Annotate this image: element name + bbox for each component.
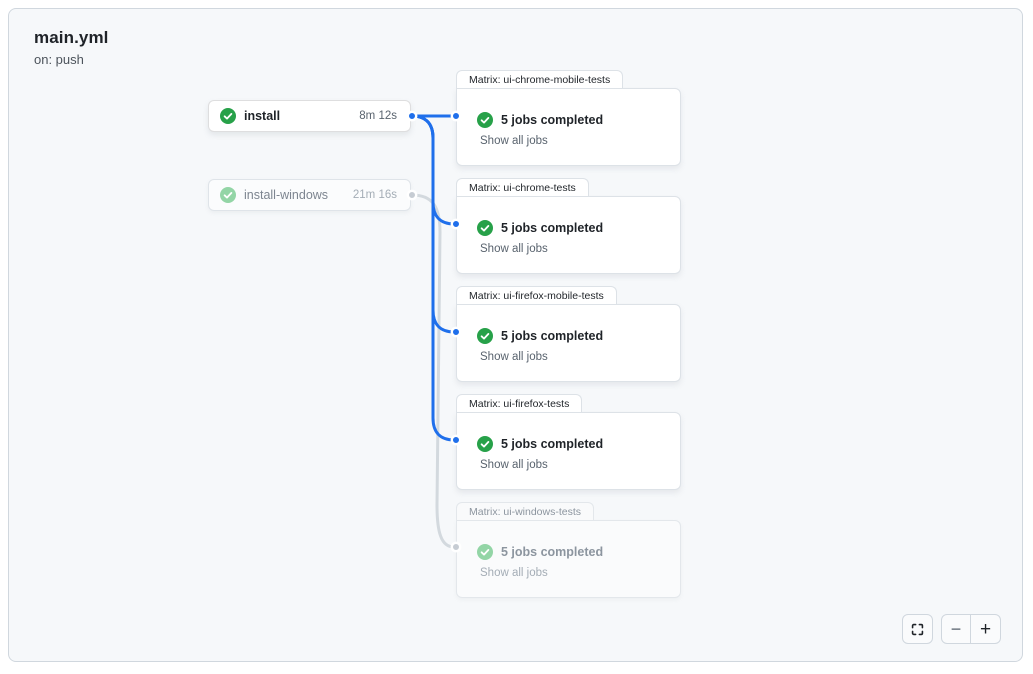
workflow-title: main.yml: [34, 28, 109, 47]
matrix-card[interactable]: 5 jobs completed Show all jobs: [456, 88, 681, 166]
matrix-group-ui-chrome-tests: Matrix: ui-chrome-tests 5 jobs completed…: [456, 178, 681, 274]
zoom-in-icon: +: [979, 618, 992, 640]
show-all-jobs-link[interactable]: Show all jobs: [480, 243, 548, 255]
matrix-tab[interactable]: Matrix: ui-windows-tests: [456, 502, 595, 520]
show-all-jobs-link[interactable]: Show all jobs: [480, 567, 548, 579]
matrix-summary: 5 jobs completed: [501, 545, 604, 559]
matrix-tab[interactable]: Matrix: ui-chrome-mobile-tests: [456, 70, 624, 88]
fullscreen-icon: [911, 623, 924, 635]
matrix-group-ui-firefox-tests: Matrix: ui-firefox-tests 5 jobs complete…: [456, 394, 681, 490]
check-circle-icon: [477, 220, 493, 236]
matrix-tab[interactable]: Matrix: ui-firefox-mobile-tests: [456, 286, 617, 304]
zoom-out-icon: −: [950, 619, 962, 639]
check-circle-icon: [477, 328, 493, 344]
matrix-group-ui-chrome-mobile-tests: Matrix: ui-chrome-mobile-tests 5 jobs co…: [456, 70, 681, 166]
zoom-in-button[interactable]: +: [971, 615, 1000, 643]
matrix-card[interactable]: 5 jobs completed Show all jobs: [456, 304, 681, 382]
matrix-tab[interactable]: Matrix: ui-firefox-tests: [456, 394, 583, 412]
zoom-out-button[interactable]: −: [942, 615, 971, 643]
job-duration: 21m 16s: [352, 189, 397, 201]
matrix-card[interactable]: 5 jobs completed Show all jobs: [456, 196, 681, 274]
matrix-card[interactable]: 5 jobs completed Show all jobs: [456, 412, 681, 490]
show-all-jobs-link[interactable]: Show all jobs: [480, 135, 548, 147]
fullscreen-button[interactable]: [902, 614, 933, 644]
check-circle-icon-muted: [220, 187, 236, 203]
workflow-trigger: on: push: [34, 52, 84, 67]
matrix-summary: 5 jobs completed: [501, 113, 604, 127]
matrix-tab[interactable]: Matrix: ui-chrome-tests: [456, 178, 589, 196]
check-circle-icon: [220, 108, 236, 124]
matrix-summary: 5 jobs completed: [501, 437, 604, 451]
job-duration: 8m 12s: [359, 110, 397, 122]
show-all-jobs-link[interactable]: Show all jobs: [480, 459, 548, 471]
job-node-install[interactable]: install 8m 12s: [208, 100, 411, 132]
job-node-install-windows[interactable]: install-windows 21m 16s: [208, 179, 411, 211]
matrix-summary: 5 jobs completed: [501, 221, 604, 235]
matrix-card[interactable]: 5 jobs completed Show all jobs: [456, 520, 681, 598]
zoom-controls: − +: [941, 614, 1001, 644]
show-all-jobs-link[interactable]: Show all jobs: [480, 351, 548, 363]
job-label: install-windows: [244, 188, 329, 202]
matrix-summary: 5 jobs completed: [501, 329, 604, 343]
matrix-group-ui-windows-tests: Matrix: ui-windows-tests 5 jobs complete…: [456, 502, 681, 598]
check-circle-icon: [477, 112, 493, 128]
matrix-group-ui-firefox-mobile-tests: Matrix: ui-firefox-mobile-tests 5 jobs c…: [456, 286, 681, 382]
job-label: install: [244, 109, 281, 123]
check-circle-icon-muted: [477, 544, 493, 560]
check-circle-icon: [477, 436, 493, 452]
